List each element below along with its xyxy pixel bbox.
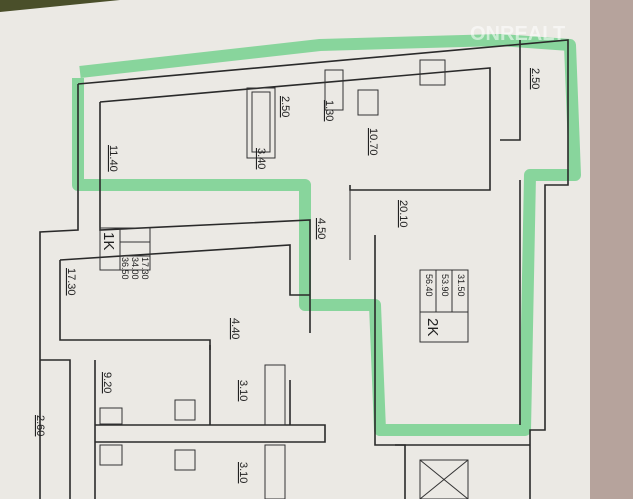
apartment-1k-box: 1K 17.30 34.00 36.50 bbox=[99, 227, 151, 280]
label-room-11-40: 11.40 bbox=[107, 145, 119, 172]
label-room-17-30: 17.30 bbox=[65, 268, 77, 296]
label-bathroom-3-10: 3.10 bbox=[237, 380, 249, 401]
walls bbox=[39, 39, 569, 499]
label-balcony-2-60: 2.60 bbox=[34, 415, 46, 436]
apartment-2k-type: 2K bbox=[424, 318, 441, 336]
label-hall-top: 3.40 bbox=[255, 148, 267, 169]
apartment-1k-total: 34.00 bbox=[130, 257, 140, 280]
apartment-1k-type: 1K bbox=[100, 232, 117, 250]
apartment-1k-total-balcony: 36.50 bbox=[120, 257, 130, 280]
label-kitchen-top: 10.70 bbox=[367, 128, 379, 156]
label-balcony-top: 2.50 bbox=[529, 68, 541, 89]
apartment-2k-total: 53.90 bbox=[440, 274, 450, 297]
apartment-1k-living: 17.30 bbox=[140, 257, 150, 280]
apartment-2k-living: 31.50 bbox=[456, 274, 466, 297]
label-bathroom-3-10-b: 3.10 bbox=[237, 462, 249, 483]
label-corridor-4-50: 4.50 bbox=[315, 218, 327, 239]
label-toilet-top: 1.30 bbox=[323, 100, 335, 121]
label-bathroom-top: 2.50 bbox=[279, 96, 291, 117]
label-room-20-10: 20.10 bbox=[397, 200, 409, 228]
label-hall-4-40: 4.40 bbox=[229, 318, 241, 339]
room-labels: 2.50 2.50 1.30 3.40 11.40 10.70 20.10 4.… bbox=[34, 68, 541, 483]
watermark: ONREALT bbox=[470, 23, 565, 45]
apartment-2k-total-balcony: 56.40 bbox=[424, 274, 434, 297]
apartment-2k-outline bbox=[72, 34, 581, 436]
apartment-2k-box: 31.50 53.90 56.40 2K bbox=[419, 269, 469, 343]
fixtures bbox=[99, 59, 446, 499]
label-kitchen-9-20: 9.20 bbox=[101, 372, 113, 393]
